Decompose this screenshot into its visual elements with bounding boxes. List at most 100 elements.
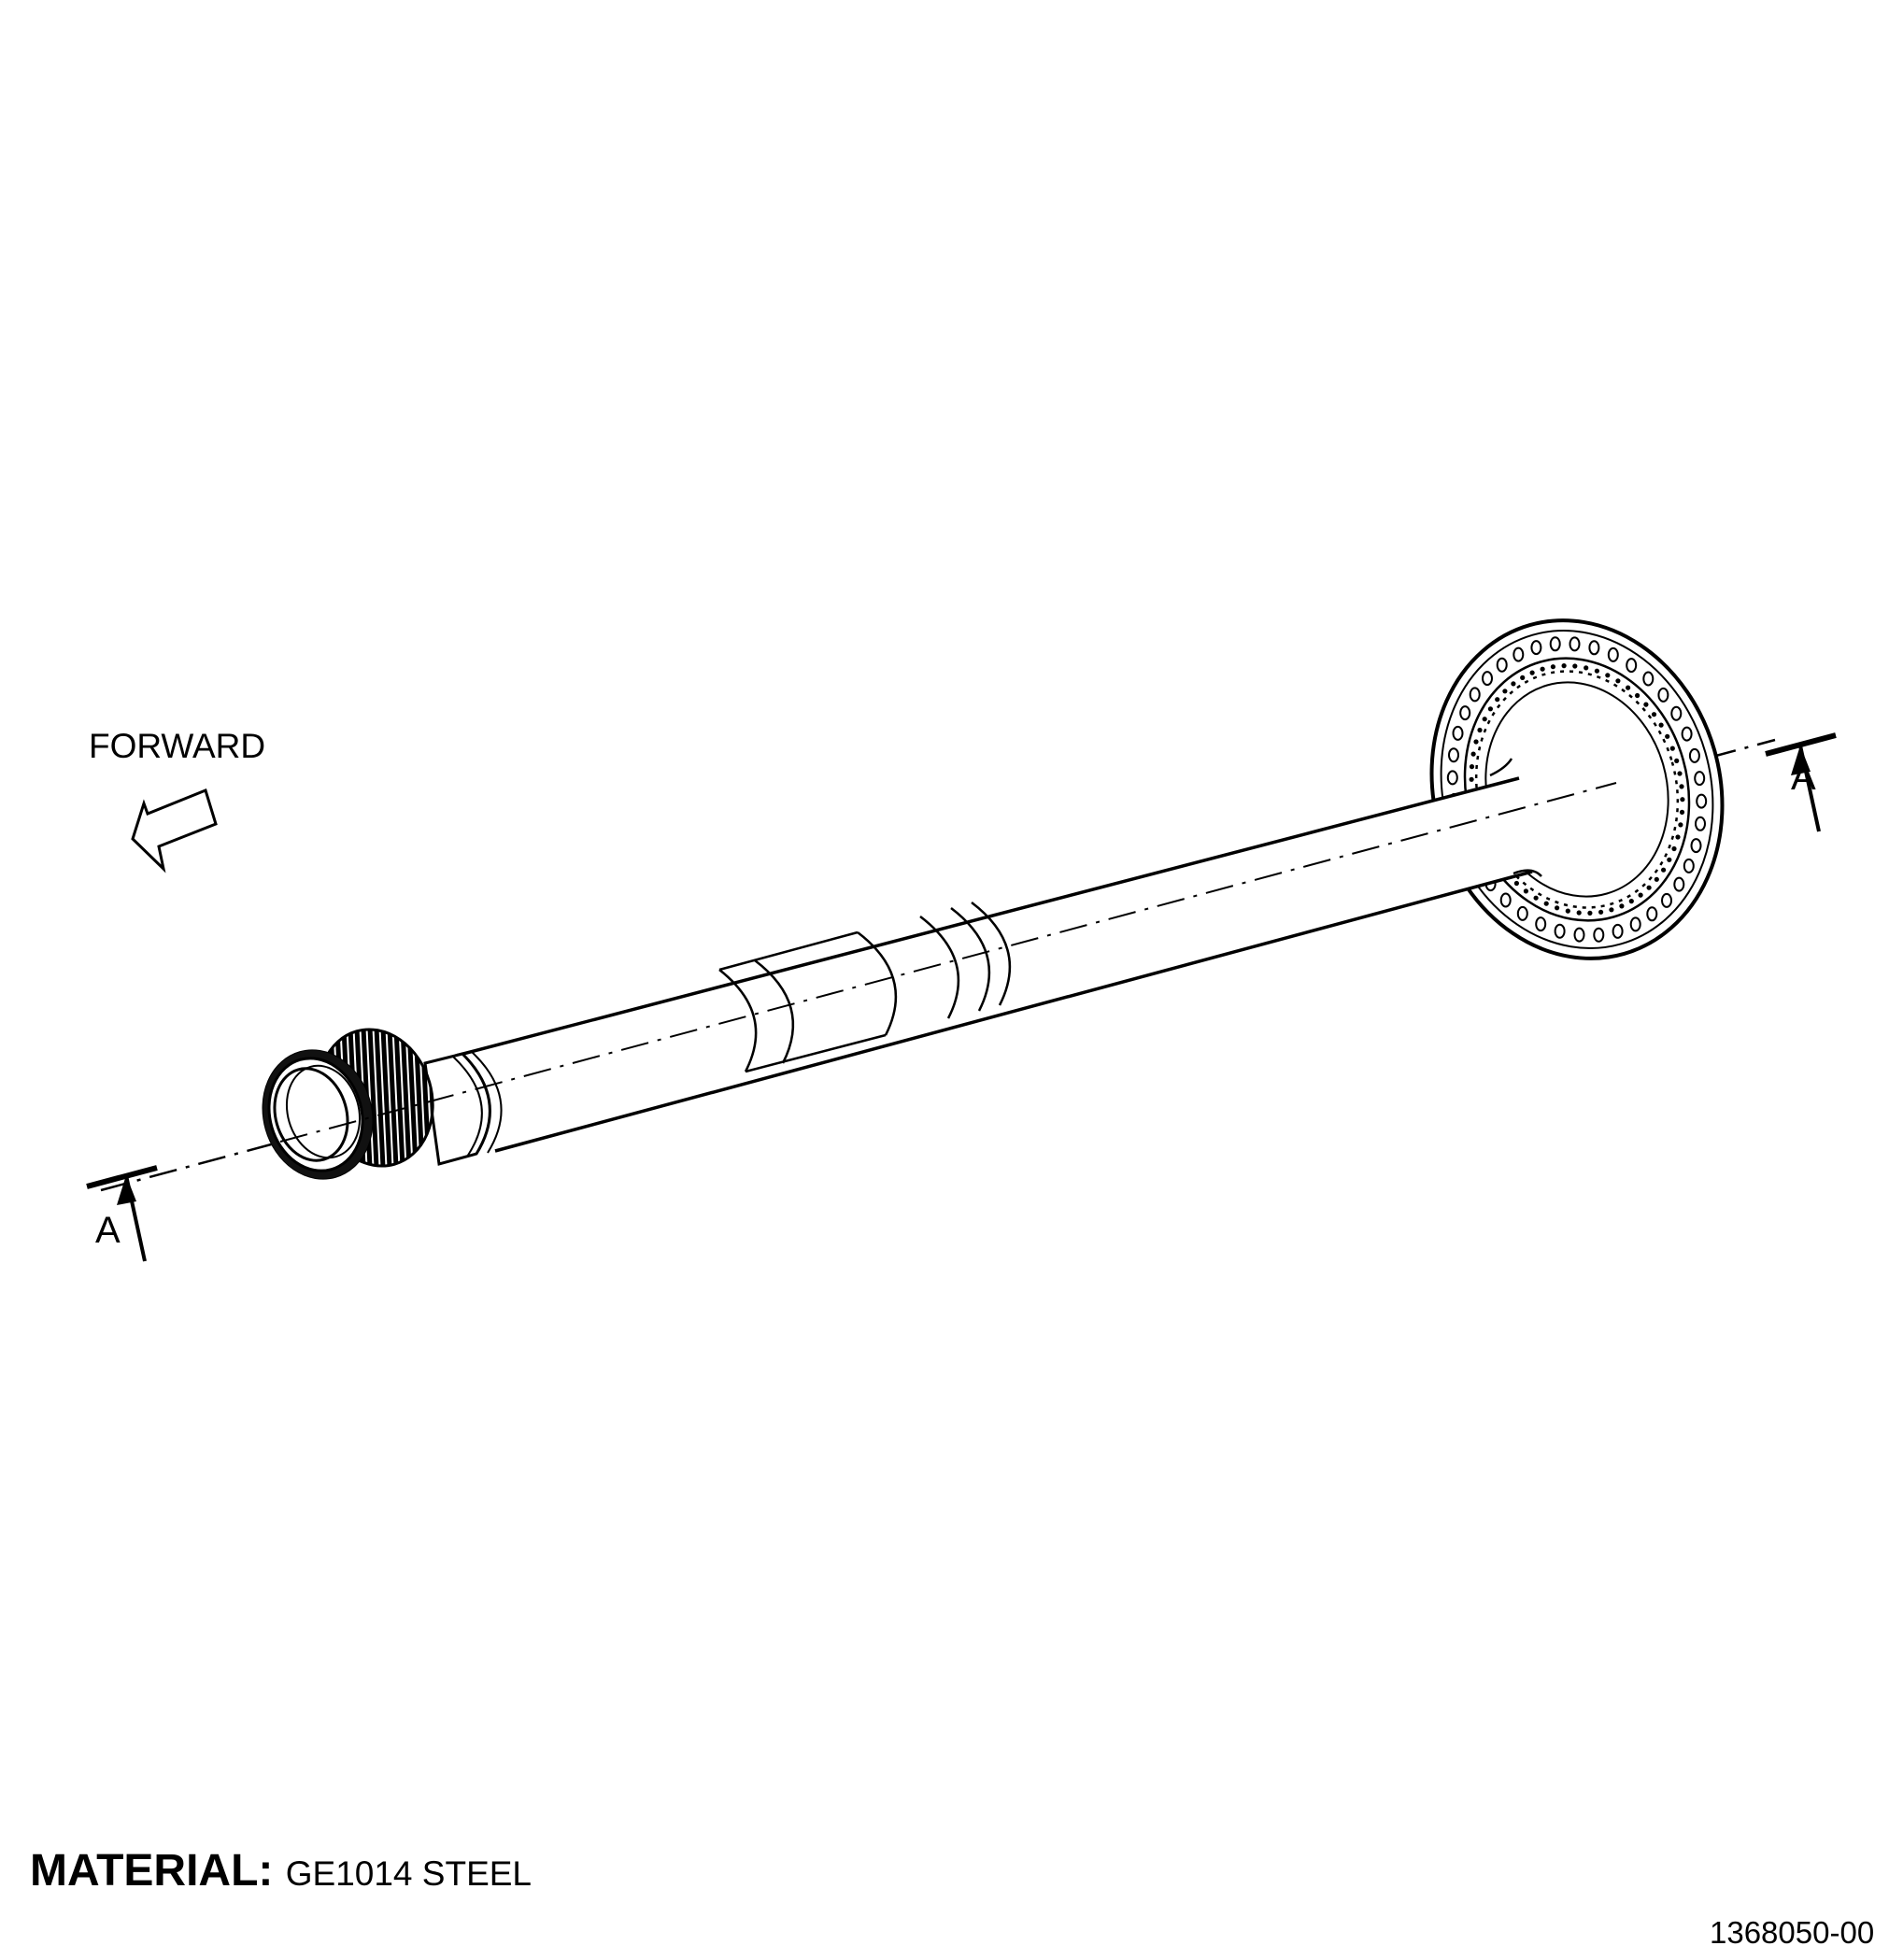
rivet-dot bbox=[1665, 733, 1670, 739]
rivet-dot bbox=[1513, 880, 1519, 887]
rivet-dot bbox=[1550, 664, 1555, 670]
rivet-dot bbox=[1502, 689, 1508, 694]
rivet-dot bbox=[1615, 678, 1621, 684]
rivet-dot bbox=[1594, 668, 1599, 674]
rivet-dot bbox=[1587, 910, 1593, 916]
bolt-hole bbox=[1688, 747, 1700, 763]
bolt-hole bbox=[1573, 927, 1585, 943]
flange bbox=[1429, 618, 1725, 960]
rivet-dot bbox=[1565, 908, 1570, 914]
rivet-dot bbox=[1658, 722, 1664, 728]
bolt-hole bbox=[1499, 892, 1512, 908]
rivet-dot bbox=[1635, 692, 1640, 699]
material-note: MATERIAL: GE1014 STEEL bbox=[30, 1845, 532, 1896]
rivet-dot bbox=[1680, 797, 1685, 802]
rivet-dot bbox=[1477, 727, 1483, 733]
rivet-dot bbox=[1646, 885, 1652, 890]
rivet-dot bbox=[1482, 717, 1487, 722]
bolt-hole bbox=[1469, 687, 1481, 703]
rivet-dot bbox=[1679, 809, 1685, 816]
bolt-hole bbox=[1459, 705, 1471, 721]
bolt-hole bbox=[1681, 726, 1693, 742]
bolt-hole bbox=[1696, 793, 1708, 809]
bore-ring bbox=[262, 1049, 374, 1180]
rivet-dot bbox=[1674, 758, 1680, 764]
bolt-hole bbox=[1626, 658, 1638, 674]
material-value: GE1014 STEEL bbox=[285, 1854, 532, 1893]
spline-tooth bbox=[365, 1017, 375, 1178]
rivet-dot bbox=[1643, 702, 1649, 707]
bolt-hole bbox=[1446, 770, 1458, 786]
bolt-hole bbox=[1683, 858, 1695, 873]
rivet-dot bbox=[1540, 666, 1545, 672]
bolt-hole bbox=[1694, 771, 1706, 787]
bolt-hole bbox=[1612, 923, 1624, 939]
rivet-dot bbox=[1572, 663, 1578, 669]
section-a-marker-left bbox=[86, 1165, 158, 1262]
section-a-label-right: A bbox=[1791, 757, 1816, 798]
rivet-dot bbox=[1661, 867, 1667, 873]
rivet-dot bbox=[1495, 697, 1500, 703]
bolt-hole bbox=[1670, 705, 1683, 721]
bolt-hole bbox=[1530, 640, 1542, 656]
bolt-hole bbox=[1646, 906, 1658, 922]
rivet-dot bbox=[1605, 673, 1611, 678]
rivet-dot bbox=[1667, 857, 1672, 862]
bolt-hole bbox=[1629, 916, 1641, 932]
rivet-dot bbox=[1677, 771, 1683, 776]
bolt-hole bbox=[1448, 747, 1459, 763]
bolt-hole bbox=[1549, 636, 1561, 652]
shaft-collar bbox=[423, 1051, 503, 1166]
bolt-hole bbox=[1593, 927, 1605, 943]
shaft-body bbox=[455, 758, 1542, 1153]
bolt-hole bbox=[1535, 916, 1547, 932]
rivet-dot bbox=[1619, 903, 1625, 909]
rivet-dot bbox=[1473, 739, 1479, 745]
rivet-dot bbox=[1523, 888, 1528, 894]
rivet-dot bbox=[1469, 776, 1474, 782]
rivet-dot bbox=[1651, 712, 1657, 717]
bolt-hole bbox=[1673, 876, 1685, 892]
rivet-dot bbox=[1598, 909, 1604, 915]
rivet-dot bbox=[1626, 685, 1631, 690]
spline-tooth bbox=[391, 1017, 401, 1178]
rivet-dot bbox=[1543, 901, 1549, 906]
spline-tooth bbox=[385, 1017, 394, 1178]
rivet-dot bbox=[1470, 751, 1476, 757]
rivet-dot bbox=[1678, 822, 1683, 828]
bolt-hole bbox=[1452, 725, 1464, 741]
rivet-dot bbox=[1675, 834, 1681, 840]
bolt-hole bbox=[1588, 640, 1600, 656]
rivet-dot bbox=[1609, 907, 1614, 913]
rivet-dot bbox=[1487, 706, 1493, 712]
bolt-hole bbox=[1695, 816, 1706, 831]
bolt-hole bbox=[1661, 892, 1672, 908]
bolt-hole bbox=[1657, 687, 1669, 703]
bolt-hole bbox=[1607, 646, 1619, 662]
rivet-dot bbox=[1529, 670, 1535, 675]
rivet-dot bbox=[1628, 899, 1634, 904]
rivet-dot bbox=[1520, 675, 1526, 681]
drawing-number: 1368050-00 bbox=[1710, 1915, 1875, 1950]
rivet-dot bbox=[1638, 892, 1643, 898]
rivet-dot bbox=[1679, 784, 1684, 789]
bolt-hole bbox=[1554, 923, 1566, 939]
section-a-marker-right bbox=[1765, 732, 1837, 832]
rivet-dot bbox=[1576, 910, 1582, 916]
bolt-hole bbox=[1513, 646, 1525, 662]
rivet-dot bbox=[1669, 746, 1675, 751]
forward-label: FORWARD bbox=[89, 727, 266, 765]
spline-tooth bbox=[398, 1017, 407, 1178]
rivet-dot bbox=[1555, 905, 1560, 911]
bolt-hole bbox=[1482, 671, 1493, 687]
rivet-dot bbox=[1561, 663, 1567, 669]
rivet-dot bbox=[1511, 681, 1516, 687]
rivet-dot bbox=[1654, 876, 1659, 882]
rivet-dot bbox=[1584, 665, 1589, 671]
material-key: MATERIAL: bbox=[30, 1846, 274, 1896]
forward-arrow-icon bbox=[131, 788, 218, 873]
bolt-hole bbox=[1516, 905, 1528, 921]
rivet-dot bbox=[1671, 845, 1677, 852]
bolt-hole bbox=[1690, 838, 1702, 854]
